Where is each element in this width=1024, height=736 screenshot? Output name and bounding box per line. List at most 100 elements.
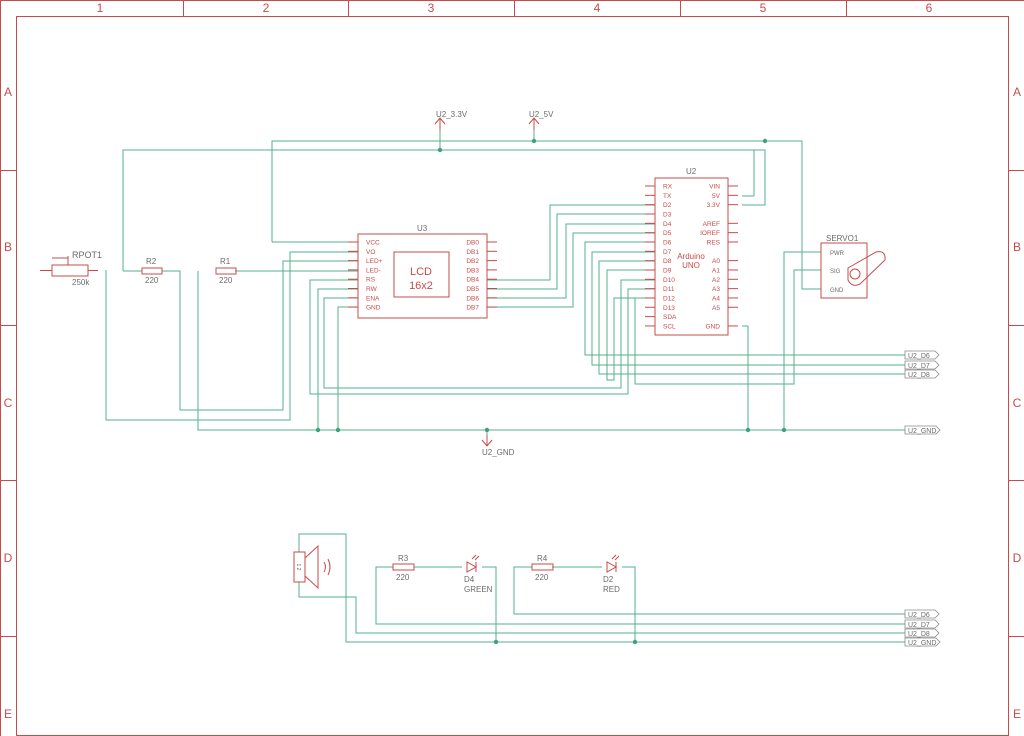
arduino-pin-label: D2 xyxy=(663,202,672,209)
d4-value: GREEN xyxy=(464,585,493,594)
servo-servo1: SERVO1 PWR SIG GND xyxy=(820,234,886,299)
sound-wave-icon xyxy=(323,558,331,576)
speaker: 1 2 xyxy=(293,544,331,590)
arduino-pin-label: D7 xyxy=(663,249,672,256)
row-label-a-right: A xyxy=(1013,85,1021,99)
arduino-pin-label: 5V xyxy=(712,193,721,200)
lcd-pin-label: VO xyxy=(366,249,375,256)
lcd-ref: U3 xyxy=(417,224,428,233)
arduino-pin-label: D10 xyxy=(663,277,675,284)
arduino-pin-label: D4 xyxy=(663,221,672,228)
lcd-title-line1: LCD xyxy=(410,266,432,278)
arduino-pin-label: A4 xyxy=(712,295,720,302)
r2-value: 220 xyxy=(145,276,159,285)
lcd-pin-label: DB0 xyxy=(466,240,479,247)
ground-u2-gnd-label: U2_GND xyxy=(482,448,515,457)
arduino-pin-label: D9 xyxy=(663,267,672,274)
arduino-pin-label: A3 xyxy=(712,286,720,293)
arduino-pin-label: A5 xyxy=(712,305,720,312)
resistor-r1: R1 220 xyxy=(215,257,237,285)
svg-text:U2_D8: U2_D8 xyxy=(908,631,930,638)
row-label-a-left: A xyxy=(4,85,12,99)
arduino-pin-label: VIN xyxy=(709,184,720,191)
arduino-pin-label: AREF xyxy=(703,221,720,228)
net-port-u2-gnd-lower: U2_GND xyxy=(904,637,941,647)
arduino-ref: U2 xyxy=(686,167,697,176)
lcd-pin-label: DB1 xyxy=(466,249,479,256)
lcd-pin-label: DB2 xyxy=(466,258,479,265)
lcd-pin-label: DB3 xyxy=(466,267,479,274)
supply-u2-3v3: U2_3.3V xyxy=(434,110,468,130)
arduino-title-line1: Arduino xyxy=(677,252,705,261)
arduino-pin-label: D5 xyxy=(663,230,672,237)
rpot1-value: 250k xyxy=(72,278,90,287)
light-emission-icon xyxy=(611,554,620,561)
speaker-pin-label: 1 2 xyxy=(295,564,301,571)
row-label-b-right: B xyxy=(1013,240,1021,254)
column-label-2: 2 xyxy=(263,1,270,15)
wires-upper xyxy=(105,128,905,440)
r4-value: 220 xyxy=(535,573,549,582)
svg-text:U2_D6: U2_D6 xyxy=(908,353,930,360)
ports-lower: U2_D6 U2_D7 U2_D8 U2_GND xyxy=(904,609,941,647)
lcd-pin-label: LED+ xyxy=(366,258,383,265)
wires-lower xyxy=(298,533,905,643)
svg-text:U2_GND: U2_GND xyxy=(908,640,936,647)
lcd-pin-label: GND xyxy=(366,305,381,312)
net-port-u2-d8-lower: U2_D8 xyxy=(904,628,940,638)
resistor-r4: R4 220 xyxy=(531,554,554,582)
r4-name: R4 xyxy=(537,554,548,563)
d4-name: D4 xyxy=(464,575,475,584)
net-port-u2-d7-lower: U2_D7 xyxy=(904,619,940,629)
column-label-3: 3 xyxy=(428,1,435,15)
arduino-u2: Arduino UNO U2 RXTXD2D3D4D5D6D7D8D9D10D1… xyxy=(645,167,738,336)
net-port-u2-d8: U2_D8 xyxy=(904,369,940,379)
r1-value: 220 xyxy=(219,276,233,285)
column-label-6: 6 xyxy=(926,1,933,15)
arduino-pin-label: SCL xyxy=(663,323,676,330)
column-label-5: 5 xyxy=(760,1,767,15)
d2-name: D2 xyxy=(603,575,614,584)
svg-text:U2_D6: U2_D6 xyxy=(908,612,930,619)
d2-value: RED xyxy=(603,585,620,594)
servo-pin-sig: SIG xyxy=(830,269,841,275)
arduino-pin-label: SDA xyxy=(663,314,677,321)
row-label-d-right: D xyxy=(1013,551,1022,565)
r2-name: R2 xyxy=(146,257,157,266)
row-label-c-right: C xyxy=(1013,396,1022,410)
net-port-u2-d6: U2_D6 xyxy=(904,350,940,360)
lcd-pin-label: DB5 xyxy=(466,286,479,293)
row-label-e-left: E xyxy=(4,707,12,721)
arduino-pin-label: TX xyxy=(663,193,672,200)
arduino-pin-label: A2 xyxy=(712,277,720,284)
arduino-pin-label: RX xyxy=(663,184,673,191)
column-label-4: 4 xyxy=(594,1,601,15)
servo-pin-pwr: PWR xyxy=(830,251,845,257)
lcd-pin-label: DB7 xyxy=(466,305,479,312)
resistor-r2: R2 220 xyxy=(141,257,163,285)
column-label-1: 1 xyxy=(97,1,104,15)
lcd-pin-label: DB4 xyxy=(466,277,479,284)
lcd-pin-label: LED- xyxy=(366,267,381,274)
ground-u2-gnd: U2_GND xyxy=(481,435,515,457)
row-label-e-right: E xyxy=(1013,707,1021,721)
row-label-c-left: C xyxy=(4,396,13,410)
ports-upper: U2_D6 U2_D7 U2_D8 U2_GND xyxy=(904,350,941,435)
arduino-title-line2: UNO xyxy=(682,261,700,270)
lcd-pin-label: DB6 xyxy=(466,295,479,302)
lcd-pin-label: ENA xyxy=(366,295,380,302)
resistor-r3: R3 220 xyxy=(392,554,415,582)
rpot1-name: RPOT1 xyxy=(72,250,102,260)
row-label-b-left: B xyxy=(4,240,12,254)
arduino-pin-label: RES xyxy=(707,239,721,246)
row-label-d-left: D xyxy=(4,551,13,565)
arduino-pin-label: D8 xyxy=(663,258,672,265)
r1-name: R1 xyxy=(220,257,231,266)
supply-u2-5v-label: U2_5V xyxy=(529,110,554,119)
r3-name: R3 xyxy=(398,554,409,563)
lcd-title-line2: 16x2 xyxy=(409,280,433,292)
led-d2: D2 RED xyxy=(603,554,620,594)
